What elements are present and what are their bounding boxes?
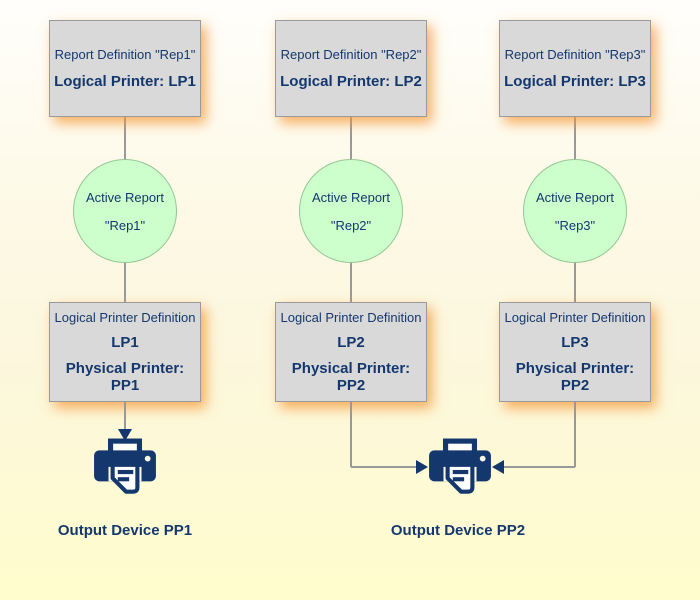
logical-printer-name: LP1 — [111, 334, 139, 351]
active-report-name: "Rep3" — [554, 217, 596, 233]
arrowhead-left-pp2 — [492, 460, 504, 474]
active-report-label: Active Report — [85, 189, 165, 205]
printer-icon — [427, 438, 493, 504]
logical-printer-label: Logical Printer: LP3 — [504, 73, 646, 90]
logical-printer-definition-label: Logical Printer Definition — [280, 310, 422, 325]
logical-printer-definition-box-lp2: Logical Printer Definition LP2 Physical … — [275, 302, 427, 402]
active-report-circle-rep2: Active Report "Rep2" — [299, 159, 403, 263]
report-definition-label: Report Definition "Rep2" — [280, 47, 422, 62]
report-definition-box-rep1: Report Definition "Rep1" Logical Printer… — [49, 20, 201, 117]
report-definition-box-rep3: Report Definition "Rep3" Logical Printer… — [499, 20, 651, 117]
physical-printer-label: Physical Printer: PP2 — [515, 360, 635, 394]
logical-printer-name: LP3 — [561, 334, 589, 351]
connector-line-lp3-down — [574, 401, 576, 467]
active-report-name: "Rep2" — [330, 217, 372, 233]
active-report-circle-rep3: Active Report "Rep3" — [523, 159, 627, 263]
arrowhead-right-pp2 — [416, 460, 428, 474]
active-report-circle-rep1: Active Report "Rep1" — [73, 159, 177, 263]
connector-line-lp3-to-pp2 — [504, 466, 575, 468]
connector-line-lp2-down — [350, 401, 352, 467]
logical-printer-label: Logical Printer: LP2 — [280, 73, 422, 90]
connector-line-lp1-to-pp1 — [124, 401, 126, 430]
printer-icon — [92, 438, 158, 504]
output-device-pp2-label: Output Device PP2 — [390, 522, 526, 539]
active-report-label: Active Report — [535, 189, 615, 205]
report-definition-box-rep2: Report Definition "Rep2" Logical Printer… — [275, 20, 427, 117]
active-report-label: Active Report — [311, 189, 391, 205]
logical-printer-definition-label: Logical Printer Definition — [504, 310, 646, 325]
active-report-name: "Rep1" — [104, 217, 146, 233]
arrowhead-down-pp1 — [118, 429, 132, 441]
logical-printer-label: Logical Printer: LP1 — [54, 73, 196, 90]
report-definition-label: Report Definition "Rep1" — [54, 47, 196, 62]
logical-printer-definition-box-lp1: Logical Printer Definition LP1 Physical … — [49, 302, 201, 402]
logical-printer-definition-box-lp3: Logical Printer Definition LP3 Physical … — [499, 302, 651, 402]
output-device-pp1-label: Output Device PP1 — [57, 522, 193, 539]
logical-printer-definition-label: Logical Printer Definition — [54, 310, 196, 325]
connector-line-lp2-to-pp2 — [351, 466, 416, 468]
logical-printer-name: LP2 — [337, 334, 365, 351]
report-definition-label: Report Definition "Rep3" — [504, 47, 646, 62]
physical-printer-label: Physical Printer: PP1 — [65, 360, 185, 394]
physical-printer-label: Physical Printer: PP2 — [291, 360, 411, 394]
